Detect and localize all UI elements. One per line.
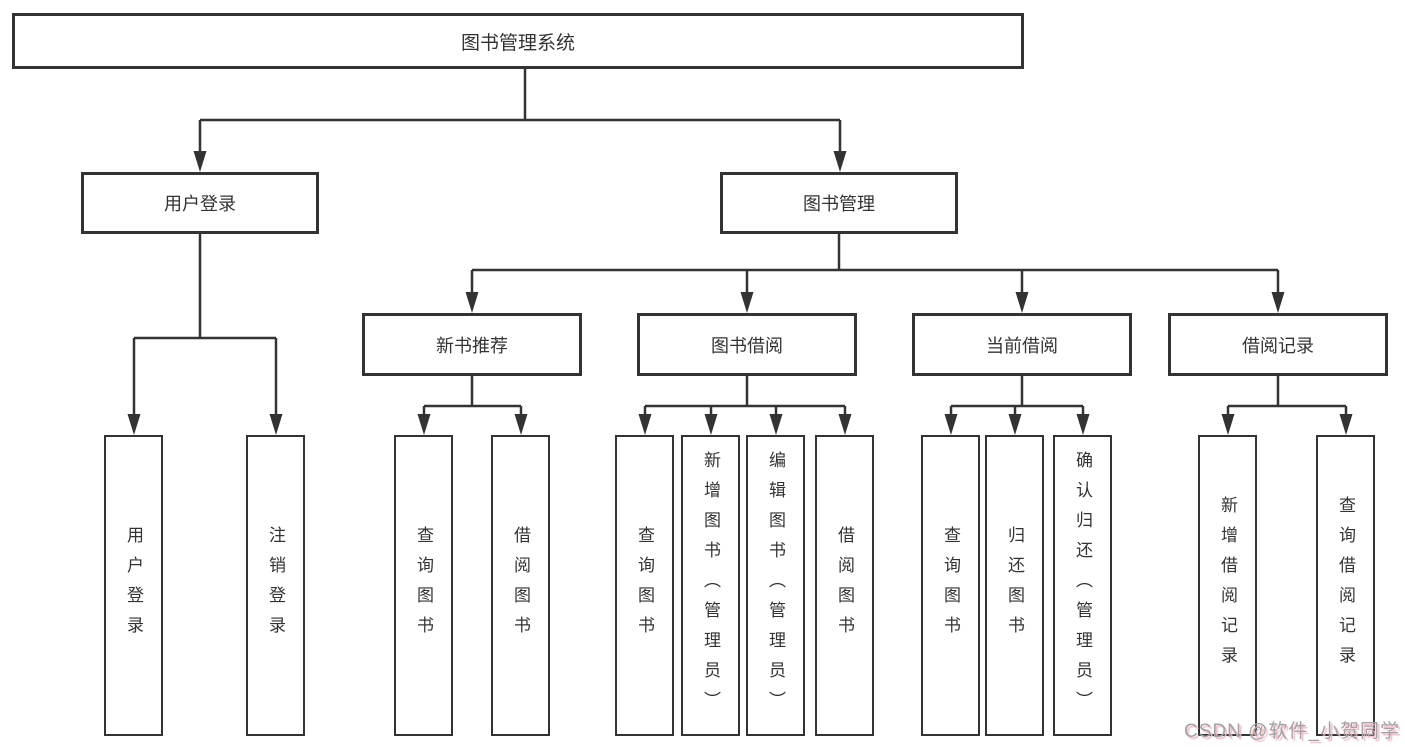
node-label: 当前借阅: [986, 335, 1058, 356]
leaf-label: 查询图书: [941, 525, 960, 646]
leaf-query-books-borrow: 查询图书: [615, 435, 674, 736]
leaf-query-books-new: 查询图书: [394, 435, 453, 736]
leaf-label: 注销登录: [266, 525, 285, 646]
leaf-label: 归还图书: [1005, 525, 1024, 646]
node-label: 图书管理: [803, 194, 875, 214]
node-label: 用户登录: [164, 194, 236, 214]
leaf-borrow-books: 借阅图书: [815, 435, 874, 736]
node-label: 图书借阅: [711, 335, 783, 356]
node-label: 图书管理系统: [460, 32, 575, 54]
leaf-confirm-return-admin: 确认归还（管理员）: [1053, 435, 1112, 736]
leaf-label: 新增借阅记录: [1218, 495, 1237, 676]
node-current-borrowing: 当前借阅: [912, 313, 1132, 376]
leaf-label: 查询借阅记录: [1336, 495, 1355, 676]
leaf-label: 编辑图书（管理员）: [766, 450, 785, 721]
node-book-borrowing: 图书借阅: [637, 313, 857, 376]
leaf-label: 用户登录: [124, 525, 143, 646]
leaf-query-borrow-record: 查询借阅记录: [1316, 435, 1375, 736]
node-label: 借阅记录: [1242, 335, 1314, 356]
leaf-return-books: 归还图书: [985, 435, 1044, 736]
leaf-label: 借阅图书: [511, 525, 530, 646]
leaf-label: 查询图书: [414, 525, 433, 646]
leaf-logout: 注销登录: [246, 435, 305, 736]
leaf-borrow-books-new: 借阅图书: [491, 435, 550, 736]
leaf-add-books-admin: 新增图书（管理员）: [681, 435, 740, 736]
leaf-label: 查询图书: [635, 525, 654, 646]
node-user-login: 用户登录: [81, 172, 319, 234]
leaf-edit-books-admin: 编辑图书（管理员）: [746, 435, 805, 736]
node-borrowing-records: 借阅记录: [1168, 313, 1388, 376]
leaf-add-borrow-record: 新增借阅记录: [1198, 435, 1257, 736]
leaf-label: 新增图书（管理员）: [701, 450, 720, 721]
node-book-management: 图书管理: [720, 172, 958, 234]
node-new-book-recommendation: 新书推荐: [362, 313, 582, 376]
leaf-user-login: 用户登录: [104, 435, 163, 736]
node-library-management-system: 图书管理系统: [12, 13, 1024, 69]
csdn-watermark: CSDN @软件_小贺同学: [1184, 721, 1400, 742]
leaf-label: 确认归还（管理员）: [1073, 450, 1092, 721]
node-label: 新书推荐: [436, 335, 508, 356]
leaf-label: 借阅图书: [835, 525, 854, 646]
leaf-query-books-current: 查询图书: [921, 435, 980, 736]
